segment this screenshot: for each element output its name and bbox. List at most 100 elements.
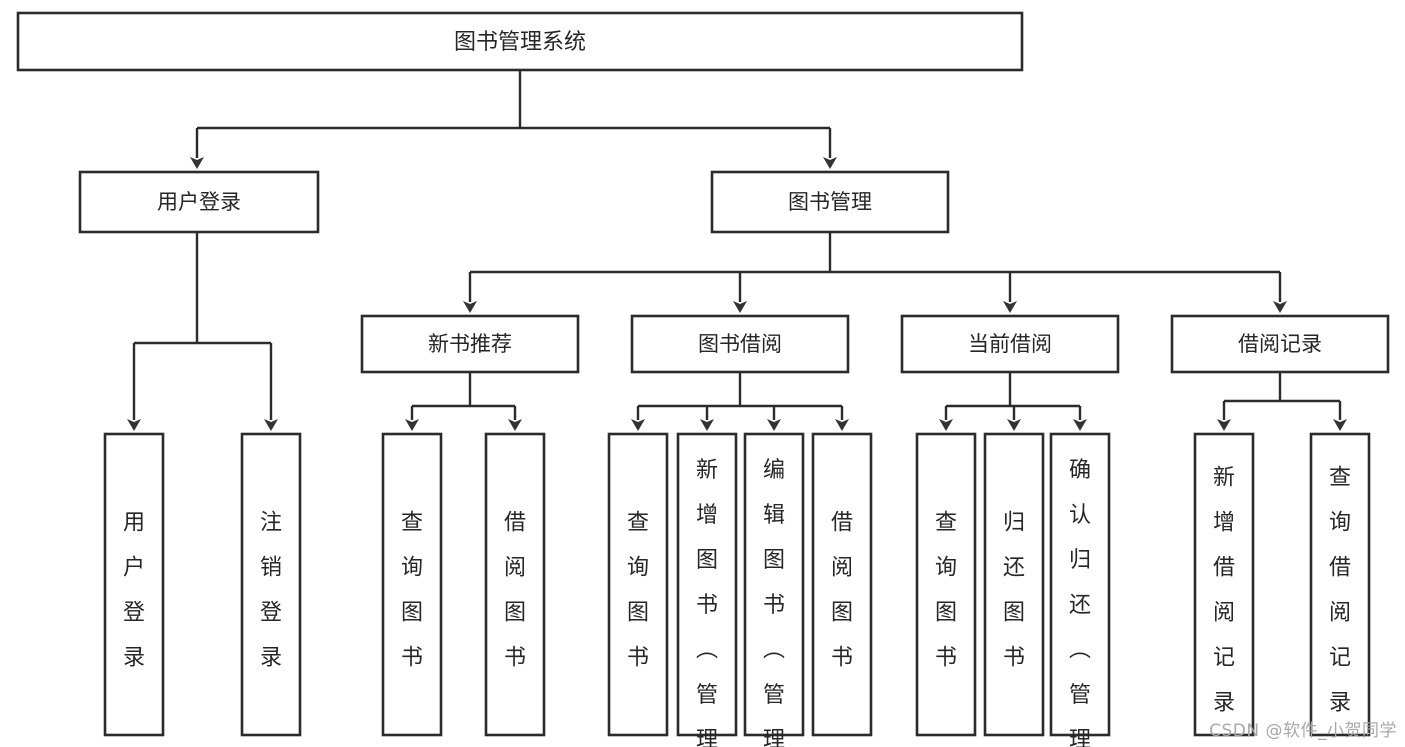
- leaf-label-glyph: 借: [1213, 556, 1235, 581]
- leaf-label-glyph: 辑: [763, 503, 785, 528]
- connectors-new-book-recommend-to-leaves: [405, 372, 522, 431]
- leaf-node[interactable]: [1049, 432, 1111, 737]
- leaf-label-glyph: 图: [504, 601, 526, 626]
- leaf-borrow-book-2-box[interactable]: [811, 432, 873, 737]
- leaf-label-glyph: 归: [1069, 548, 1091, 573]
- leaf-label-glyph: 记: [1213, 646, 1235, 671]
- leaf-label-glyph: 增: [696, 503, 718, 528]
- leaf-label-glyph: 编: [763, 458, 785, 483]
- leaf-label-glyph: 用: [123, 511, 145, 536]
- leaf-node[interactable]: [484, 432, 546, 737]
- leaf-node[interactable]: [915, 432, 977, 737]
- leaf-node[interactable]: [743, 432, 805, 737]
- leaf-query-record-box[interactable]: [1309, 432, 1371, 737]
- node-root-box[interactable]: [16, 11, 1024, 72]
- leaf-logout-box[interactable]: [240, 432, 302, 737]
- leaf-node[interactable]: [676, 432, 738, 737]
- leaf-add-book-box[interactable]: [676, 432, 738, 737]
- watermark-text: CSDN @软件_小贺同学: [1209, 721, 1397, 741]
- connectors-root-to-level1: [190, 70, 837, 169]
- node-book-borrow[interactable]: 图书借阅: [630, 314, 850, 374]
- connectors-book-manage-to-level2: [463, 232, 1287, 313]
- node-book-manage-box[interactable]: [710, 170, 950, 234]
- leaf-label-glyph: 书: [935, 646, 957, 671]
- leaf-label-glyph: 阅: [1329, 601, 1351, 626]
- leaf-node[interactable]: [1193, 432, 1255, 737]
- leaf-label-glyph: 认: [1069, 503, 1091, 528]
- node-borrow-record-label: 借阅记录: [1238, 332, 1322, 356]
- leaf-label-glyph: 还: [1003, 556, 1025, 581]
- node-current-borrow[interactable]: 当前借阅: [900, 314, 1120, 374]
- leaf-label-glyph: 归: [1003, 511, 1025, 536]
- leaf-label-glyph: 理: [696, 728, 718, 747]
- leaf-label-glyph: 书: [627, 646, 649, 671]
- leaf-label-glyph: 管: [1069, 683, 1091, 708]
- leaf-label-glyph: 查: [935, 511, 957, 536]
- node-book-manage-label: 图书管理: [788, 190, 872, 214]
- leaf-label-glyph: 图: [401, 601, 423, 626]
- leaf-label-glyph: 询: [401, 556, 423, 581]
- leaf-label-glyph: 理: [1069, 728, 1091, 747]
- node-current-borrow-label: 当前借阅: [968, 332, 1052, 356]
- leaf-node[interactable]: [607, 432, 669, 737]
- leaf-return-book-box[interactable]: [983, 432, 1045, 737]
- node-book-borrow-box[interactable]: [630, 314, 850, 374]
- leaf-node[interactable]: [1309, 432, 1371, 737]
- leaf-node[interactable]: [811, 432, 873, 737]
- node-borrow-record-box[interactable]: [1170, 314, 1390, 374]
- node-borrow-record[interactable]: 借阅记录: [1170, 314, 1390, 374]
- leaf-label-glyph: 借: [504, 511, 526, 536]
- leaf-label-glyph: 图: [935, 601, 957, 626]
- leaf-label-glyph: 图: [763, 548, 785, 573]
- leaf-label-glyph: （: [692, 637, 717, 659]
- node-user-login-box[interactable]: [78, 170, 320, 234]
- node-new-book-recommend-label: 新书推荐: [428, 332, 512, 356]
- leaf-label-glyph: 登: [123, 601, 145, 626]
- leaf-text-layer: 用户登录注销登录查询图书借阅图书查询图书新增图书（管理员）编辑图书（管理员）借阅…: [123, 458, 1351, 747]
- node-root-system[interactable]: 图书管理系统: [16, 11, 1024, 72]
- node-user-login[interactable]: 用户登录: [78, 170, 320, 234]
- leaf-label-glyph: 阅: [831, 556, 853, 581]
- leaf-edit-book-box[interactable]: [743, 432, 805, 737]
- leaf-node[interactable]: [983, 432, 1045, 737]
- leaf-label-glyph: 书: [696, 593, 718, 618]
- leaf-query-book-2-box[interactable]: [607, 432, 669, 737]
- node-root-label: 图书管理系统: [454, 30, 586, 55]
- leaf-node[interactable]: [381, 432, 443, 737]
- node-book-manage[interactable]: 图书管理: [710, 170, 950, 234]
- leaf-label-glyph: 图: [1003, 601, 1025, 626]
- leaf-label-glyph: 借: [831, 511, 853, 536]
- leaf-add-record-box[interactable]: [1193, 432, 1255, 737]
- leaf-label-glyph: 录: [1213, 691, 1235, 716]
- leaf-label-user-login: 用户登录: [123, 511, 145, 671]
- leaf-node[interactable]: [103, 432, 165, 737]
- leaf-query-book-3-box[interactable]: [915, 432, 977, 737]
- leaf-borrow-book-1-box[interactable]: [484, 432, 546, 737]
- node-current-borrow-box[interactable]: [900, 314, 1120, 374]
- leaf-label-glyph: 确: [1069, 458, 1091, 483]
- node-new-book-recommend-box[interactable]: [360, 314, 580, 374]
- leaf-confirm-return-box[interactable]: [1049, 432, 1111, 737]
- node-new-book-recommend[interactable]: 新书推荐: [360, 314, 580, 374]
- leaf-label-glyph: 注: [260, 511, 282, 536]
- connectors-user-login-to-leaves: [127, 232, 278, 431]
- leaf-label-glyph: 询: [1329, 511, 1351, 536]
- leaf-label-glyph: 书: [504, 646, 526, 671]
- leaf-label-glyph: 新: [696, 458, 718, 483]
- leaf-label-glyph: 图: [831, 601, 853, 626]
- leaf-label-glyph: 录: [260, 646, 282, 671]
- leaf-user-login-box[interactable]: [103, 432, 165, 737]
- connectors-book-borrow-to-leaves: [631, 372, 849, 431]
- leaf-node[interactable]: [240, 432, 302, 737]
- leaf-label-glyph: 书: [1003, 646, 1025, 671]
- leaf-query-book-1-box[interactable]: [381, 432, 443, 737]
